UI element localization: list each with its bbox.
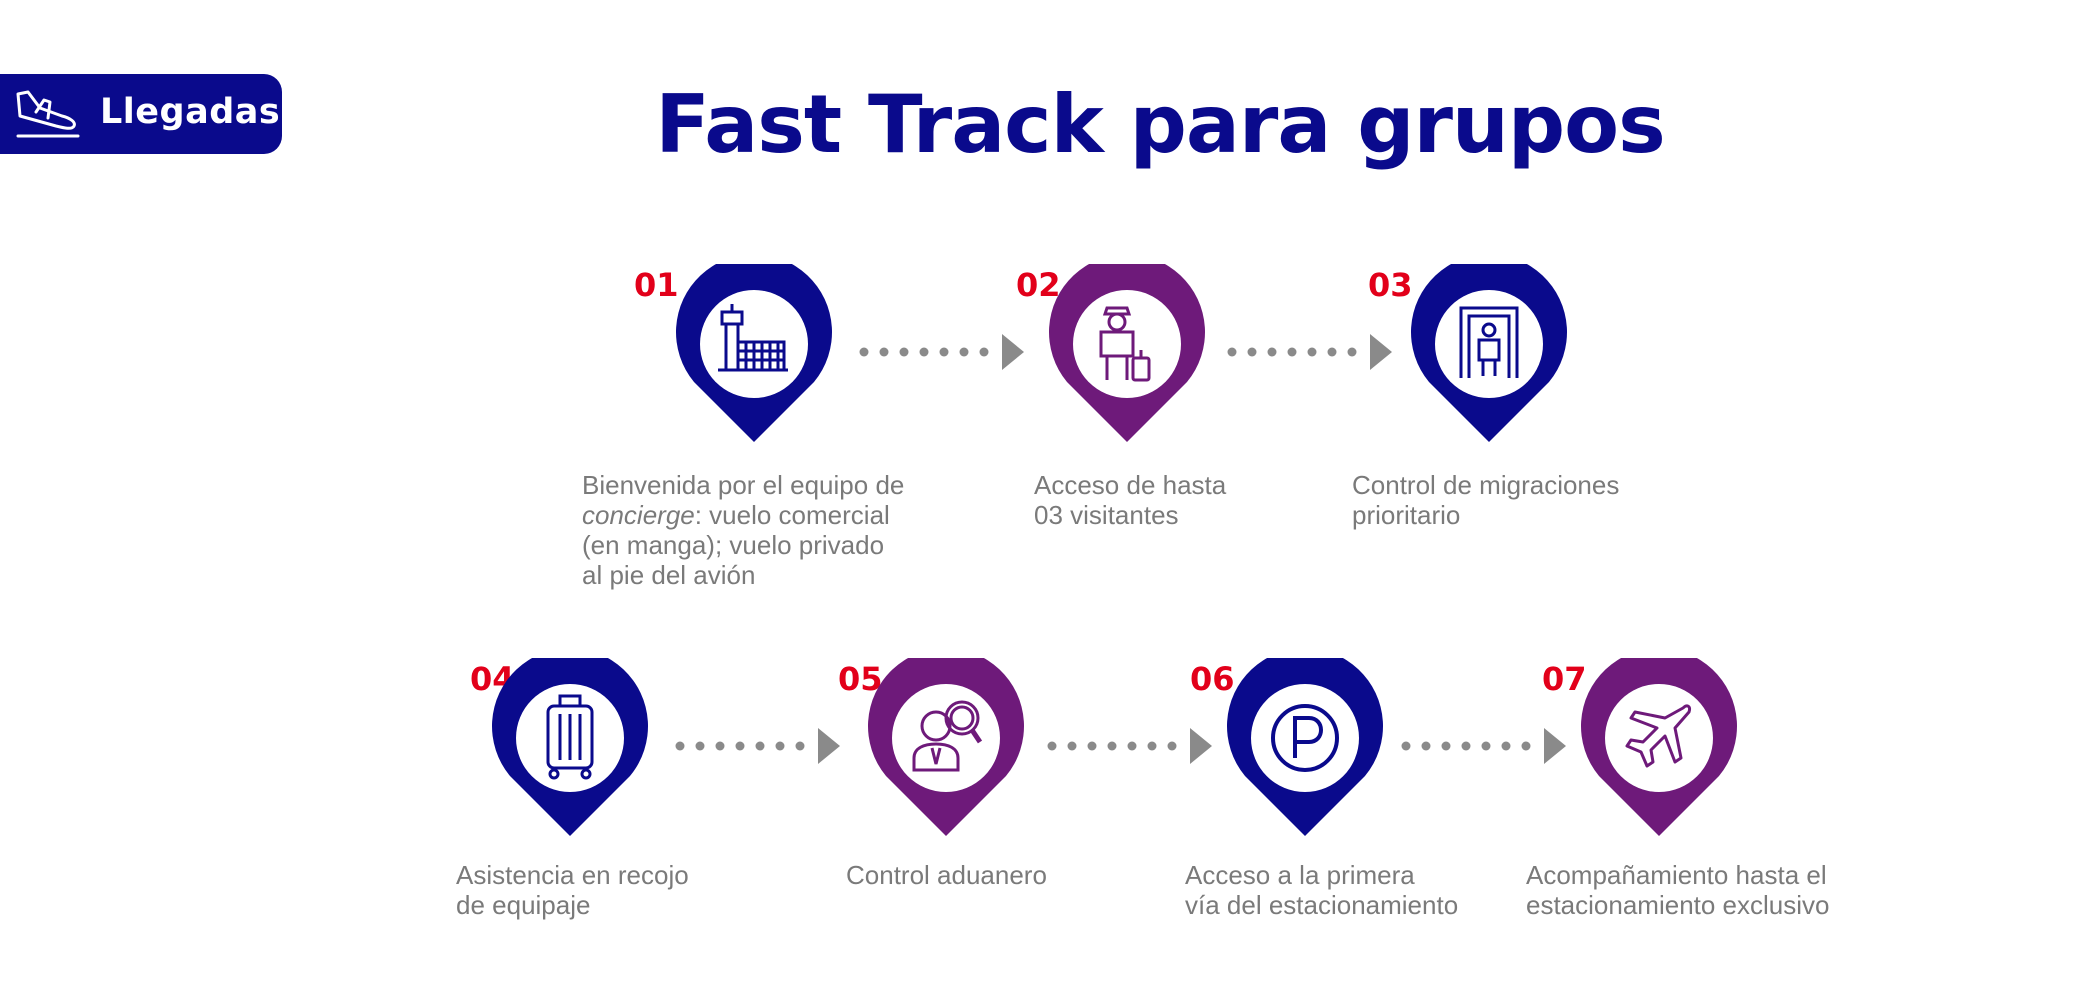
step-description-01: Bienvenida por el equipo de concierge: v… bbox=[582, 470, 905, 590]
step-number-02: 02 bbox=[1016, 266, 1061, 304]
step-pin-06 bbox=[1227, 658, 1383, 836]
step-number-05: 05 bbox=[838, 660, 883, 698]
step-description-05: Control aduanero bbox=[846, 860, 1047, 890]
page-title: Fast Track para grupos bbox=[655, 78, 1665, 171]
arrivals-label: Llegadas bbox=[100, 92, 281, 132]
step-pin-07 bbox=[1581, 658, 1737, 836]
connector-arrow-5 bbox=[1401, 728, 1566, 764]
airplane-icon bbox=[1625, 704, 1691, 768]
parking-icon bbox=[1271, 704, 1339, 772]
customs-inspector-icon bbox=[912, 700, 983, 772]
step-number-03: 03 bbox=[1368, 266, 1413, 304]
control-tower-icon bbox=[718, 304, 788, 372]
step-number-06: 06 bbox=[1190, 660, 1235, 698]
step-description-07: Acompañamiento hasta el estacionamiento … bbox=[1526, 860, 1830, 920]
step-number-07: 07 bbox=[1542, 660, 1587, 698]
connector-arrow-3 bbox=[675, 728, 840, 764]
connector-arrow-4 bbox=[1047, 728, 1212, 764]
step-description-02: Acceso de hasta 03 visitantes bbox=[1034, 470, 1227, 530]
suitcase-icon bbox=[546, 694, 594, 780]
step-pin-05 bbox=[868, 658, 1024, 836]
step-description-04: Asistencia en recojo de equipaje bbox=[456, 860, 689, 920]
connector-arrow-1 bbox=[859, 334, 1024, 370]
step-pin-04 bbox=[492, 658, 648, 836]
security-scanner-icon bbox=[1459, 306, 1519, 378]
traveler-with-luggage-icon bbox=[1099, 306, 1151, 382]
step-description-06: Acceso a la primera vía del estacionamie… bbox=[1185, 860, 1459, 920]
arrivals-badge: Llegadas bbox=[0, 74, 282, 154]
step-description-03: Control de migraciones prioritario bbox=[1352, 470, 1620, 530]
connector-arrow-2 bbox=[1227, 334, 1392, 370]
step-pin-01 bbox=[676, 264, 832, 442]
step-pin-02 bbox=[1049, 264, 1205, 442]
airplane-landing-icon bbox=[16, 90, 80, 138]
step-pin-03 bbox=[1411, 264, 1567, 442]
step-number-01: 01 bbox=[634, 266, 679, 304]
